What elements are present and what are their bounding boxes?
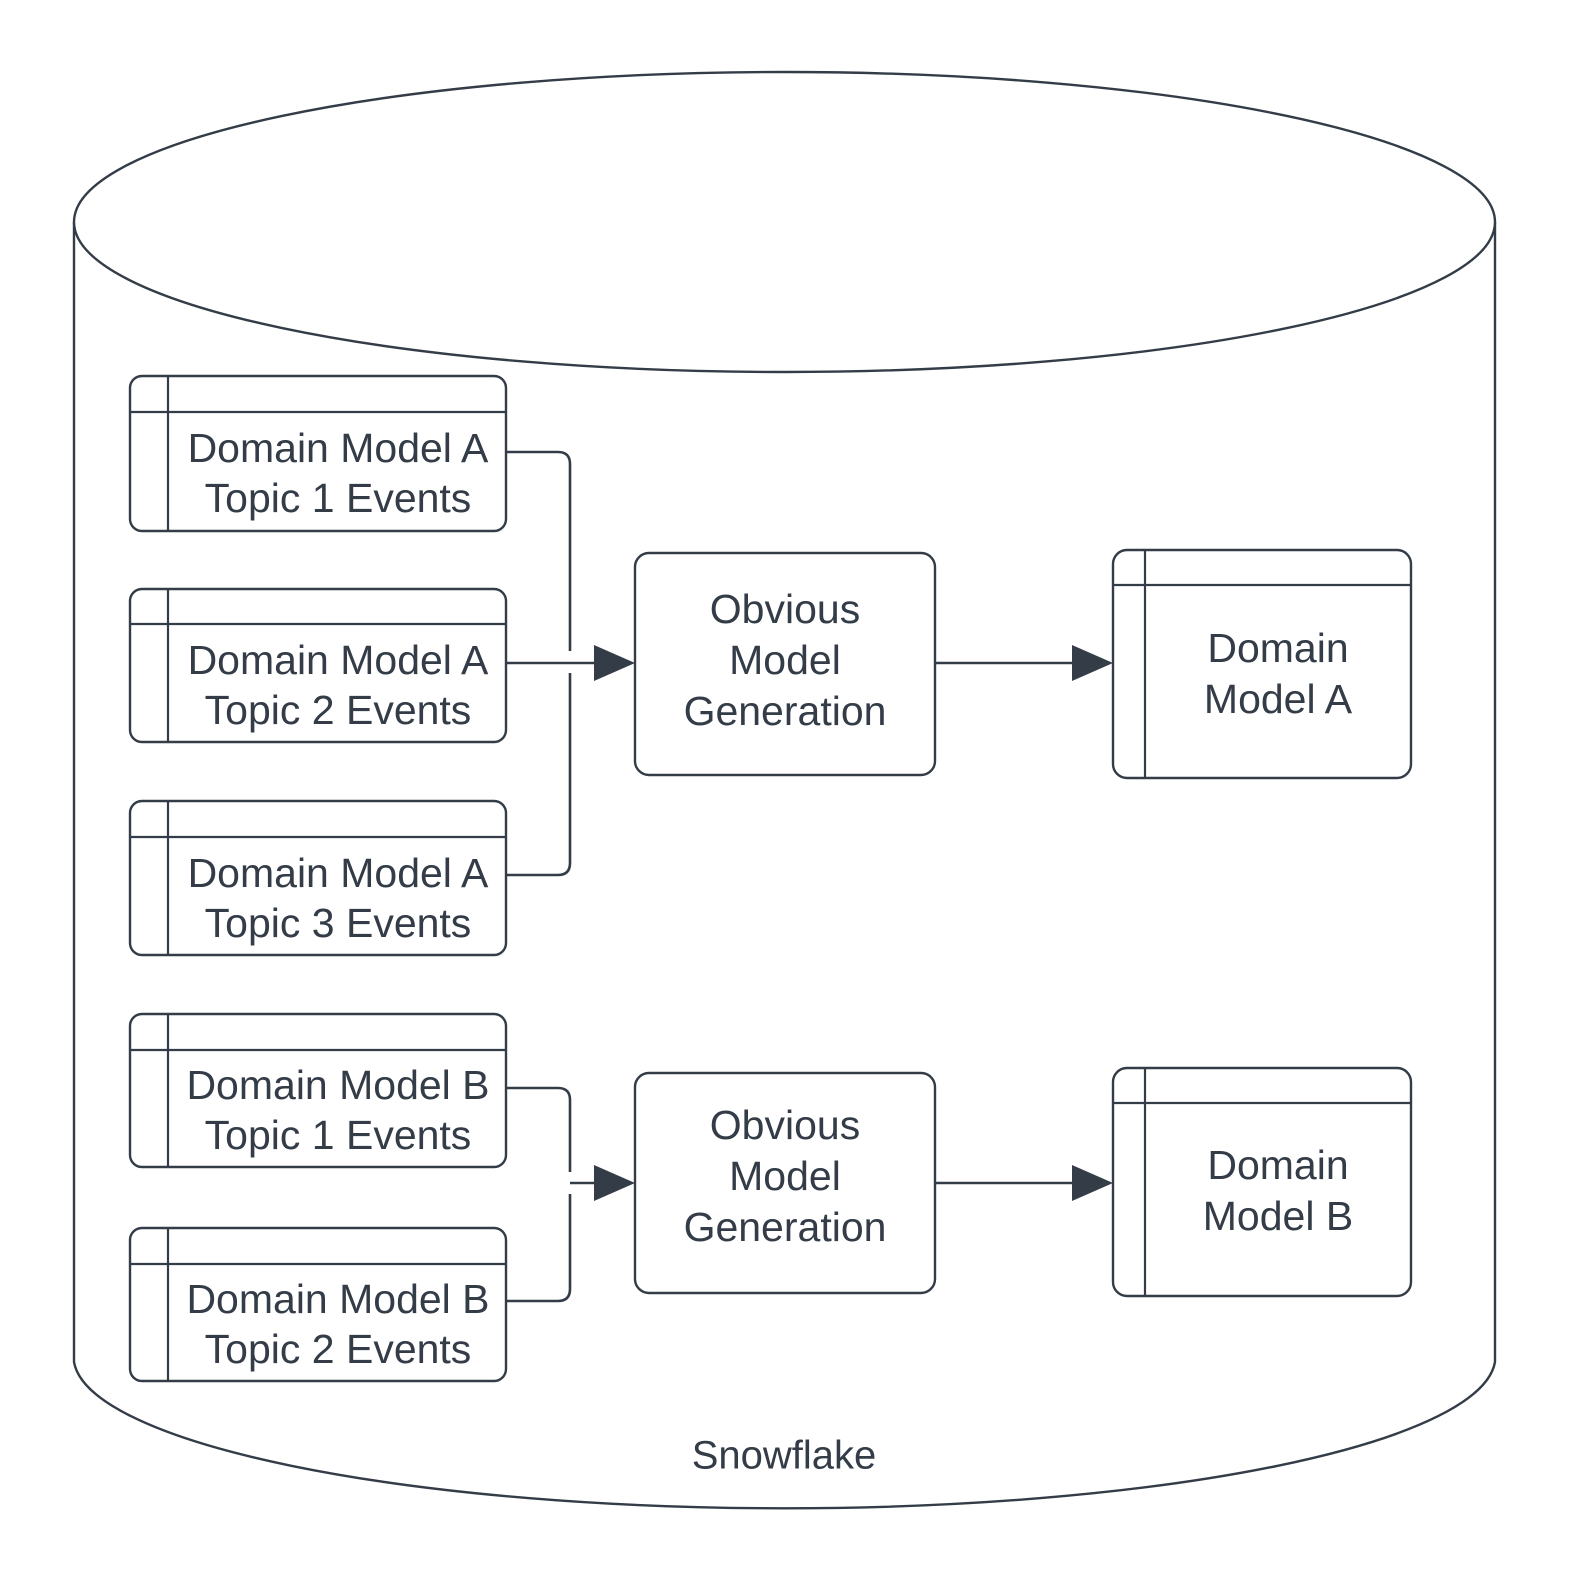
- output-label-line1: Domain: [1207, 1142, 1348, 1188]
- connector-path: [506, 1086, 572, 1172]
- source-node-b-topic-2[interactable]: Domain Model B Topic 2 Events: [128, 1226, 508, 1383]
- node-body: [128, 1226, 508, 1383]
- arrow-head-icon: [1072, 1165, 1113, 1201]
- process-label-line3: Generation: [684, 1204, 887, 1250]
- node-body: [128, 1012, 508, 1169]
- node-label-line1: Domain Model A: [188, 850, 489, 896]
- node-label-line1: Domain Model B: [186, 1062, 489, 1108]
- node-label-line2: Topic 2 Events: [205, 687, 472, 733]
- source-node-a-topic-3[interactable]: Domain Model A Topic 3 Events: [128, 799, 508, 957]
- node-label-line1: Domain Model B: [186, 1276, 489, 1322]
- node-label-line1: Domain Model A: [188, 637, 489, 683]
- snowflake-cylinder: [72, 70, 1497, 1510]
- connector-path: [506, 673, 572, 877]
- connector-process-a-to-output-a: [935, 645, 1113, 681]
- arrow-head-icon: [1072, 645, 1113, 681]
- node-body: [1111, 548, 1413, 780]
- cylinder-body: [72, 222, 1497, 1510]
- output-node-a[interactable]: Domain Model A: [1111, 548, 1413, 780]
- connector-a-topic-2-to-process: [506, 645, 635, 681]
- output-label-line1: Domain: [1207, 625, 1348, 671]
- node-body: [128, 374, 508, 533]
- output-label-line2: Model B: [1203, 1193, 1353, 1239]
- node-label-line1: Domain Model A: [188, 425, 489, 471]
- connector-path: [506, 1194, 572, 1303]
- node-label-line2: Topic 1 Events: [205, 1112, 472, 1158]
- process-node-b[interactable]: Obvious Model Generation: [633, 1071, 937, 1295]
- connector-process-b-to-output-b: [935, 1165, 1113, 1201]
- arrow-head-icon: [594, 1165, 635, 1201]
- connector-a-topic-1-to-process: [506, 450, 572, 651]
- node-body: [128, 799, 508, 957]
- output-node-b[interactable]: Domain Model B: [1111, 1066, 1413, 1298]
- process-label-line1: Obvious: [710, 1102, 860, 1148]
- process-label-line2: Model: [729, 1153, 841, 1199]
- connector-path: [506, 450, 572, 651]
- node-body: [1111, 1066, 1413, 1298]
- arrow-head-icon: [594, 645, 635, 681]
- process-label-line3: Generation: [684, 688, 887, 734]
- node-label-line2: Topic 1 Events: [205, 475, 472, 521]
- cylinder-top-ellipse: [72, 70, 1497, 374]
- source-node-a-topic-1[interactable]: Domain Model A Topic 1 Events: [128, 374, 508, 533]
- node-label-line2: Topic 3 Events: [205, 900, 472, 946]
- source-node-b-topic-1[interactable]: Domain Model B Topic 1 Events: [128, 1012, 508, 1169]
- connector-b-topic-1-to-process: [506, 1086, 572, 1172]
- process-label-line2: Model: [729, 637, 841, 683]
- source-node-a-topic-2[interactable]: Domain Model A Topic 2 Events: [128, 587, 508, 744]
- snowflake-cylinder-label: Snowflake: [692, 1434, 877, 1478]
- connector-a-topic-3-to-process: [506, 673, 572, 877]
- connector-b-topic-2-to-process: [506, 1194, 572, 1303]
- node-label-line2: Topic 2 Events: [205, 1326, 472, 1372]
- node-body: [128, 587, 508, 744]
- connector-b-merge-to-process: [570, 1165, 635, 1201]
- process-label-line1: Obvious: [710, 586, 860, 632]
- output-label-line2: Model A: [1204, 676, 1353, 722]
- process-node-a[interactable]: Obvious Model Generation: [633, 551, 937, 777]
